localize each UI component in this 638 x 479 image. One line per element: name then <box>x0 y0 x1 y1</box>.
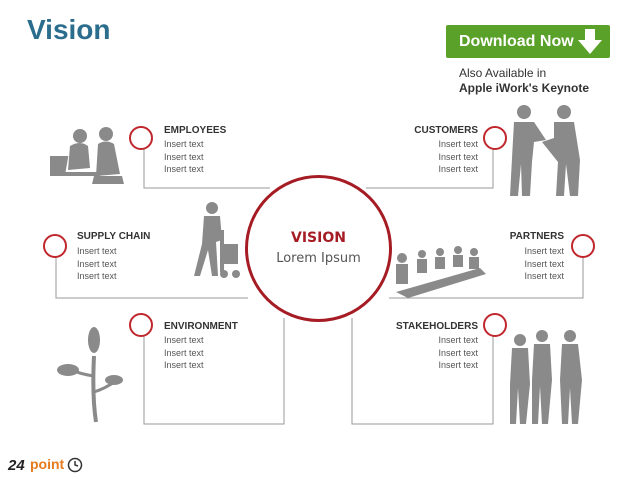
customers-items: Insert text Insert text Insert text <box>438 138 478 176</box>
logo-word: point <box>30 456 65 472</box>
supply-chain-items: Insert text Insert text Insert text <box>77 245 117 283</box>
list-item: Insert text <box>438 139 478 149</box>
supply-chain-marker-circle <box>43 234 67 258</box>
list-item: Insert text <box>77 271 117 281</box>
plant-illustration <box>57 327 123 423</box>
list-item: Insert text <box>164 335 204 345</box>
list-item: Insert text <box>438 335 478 345</box>
list-item: Insert text <box>438 347 478 358</box>
customers-marker-circle <box>483 126 507 150</box>
employees-illustration <box>50 127 124 184</box>
list-item: Insert text <box>438 164 478 174</box>
supply-chain-heading: SUPPLY CHAIN <box>77 231 151 242</box>
list-item: Insert text <box>524 246 564 256</box>
list-item: Insert text <box>164 151 204 162</box>
list-item: Insert text <box>77 258 117 269</box>
partners-items: Insert text Insert text Insert text <box>524 245 564 283</box>
customers-heading: CUSTOMERS <box>414 125 478 136</box>
list-item: Insert text <box>524 258 564 269</box>
employees-heading: EMPLOYEES <box>164 125 227 136</box>
partners-illustration <box>396 246 486 298</box>
stakeholders-illustration <box>510 330 582 424</box>
list-item: Insert text <box>438 151 478 162</box>
download-arrow-icon <box>578 29 602 54</box>
employees-items: Insert text Insert text Insert text <box>164 138 204 176</box>
stakeholders-items: Insert text Insert text Insert text <box>438 334 478 372</box>
environment-heading: ENVIRONMENT <box>164 321 238 332</box>
partners-marker-circle <box>571 234 595 258</box>
vision-title: VISION <box>291 230 346 246</box>
list-item: Insert text <box>164 139 204 149</box>
list-item: Insert text <box>77 246 117 256</box>
customers-illustration <box>510 105 580 196</box>
logo-number: 24 <box>8 457 25 474</box>
availability-line-1: Also Available in <box>459 66 547 80</box>
vision-center-circle <box>245 175 392 322</box>
page-title: Vision <box>27 14 111 45</box>
download-button-label: Download Now <box>459 33 574 50</box>
environment-items: Insert text Insert text Insert text <box>164 334 204 372</box>
list-item: Insert text <box>164 347 204 358</box>
list-item: Insert text <box>524 271 564 281</box>
stakeholders-marker-circle <box>483 313 507 337</box>
list-item: Insert text <box>164 164 204 174</box>
environment-marker-circle <box>129 313 153 337</box>
stakeholders-heading: STAKEHOLDERS <box>395 321 478 332</box>
employees-marker-circle <box>129 126 153 150</box>
download-now-button[interactable]: Download Now <box>446 25 610 58</box>
vision-subtitle: Lorem Ipsum <box>276 251 361 266</box>
partners-heading: PARTNERS <box>509 231 564 242</box>
list-item: Insert text <box>438 360 478 370</box>
supply-chain-illustration <box>194 202 240 278</box>
clock-icon <box>67 457 83 473</box>
list-item: Insert text <box>164 360 204 370</box>
availability-line-2: Apple iWork's Keynote <box>459 81 589 95</box>
